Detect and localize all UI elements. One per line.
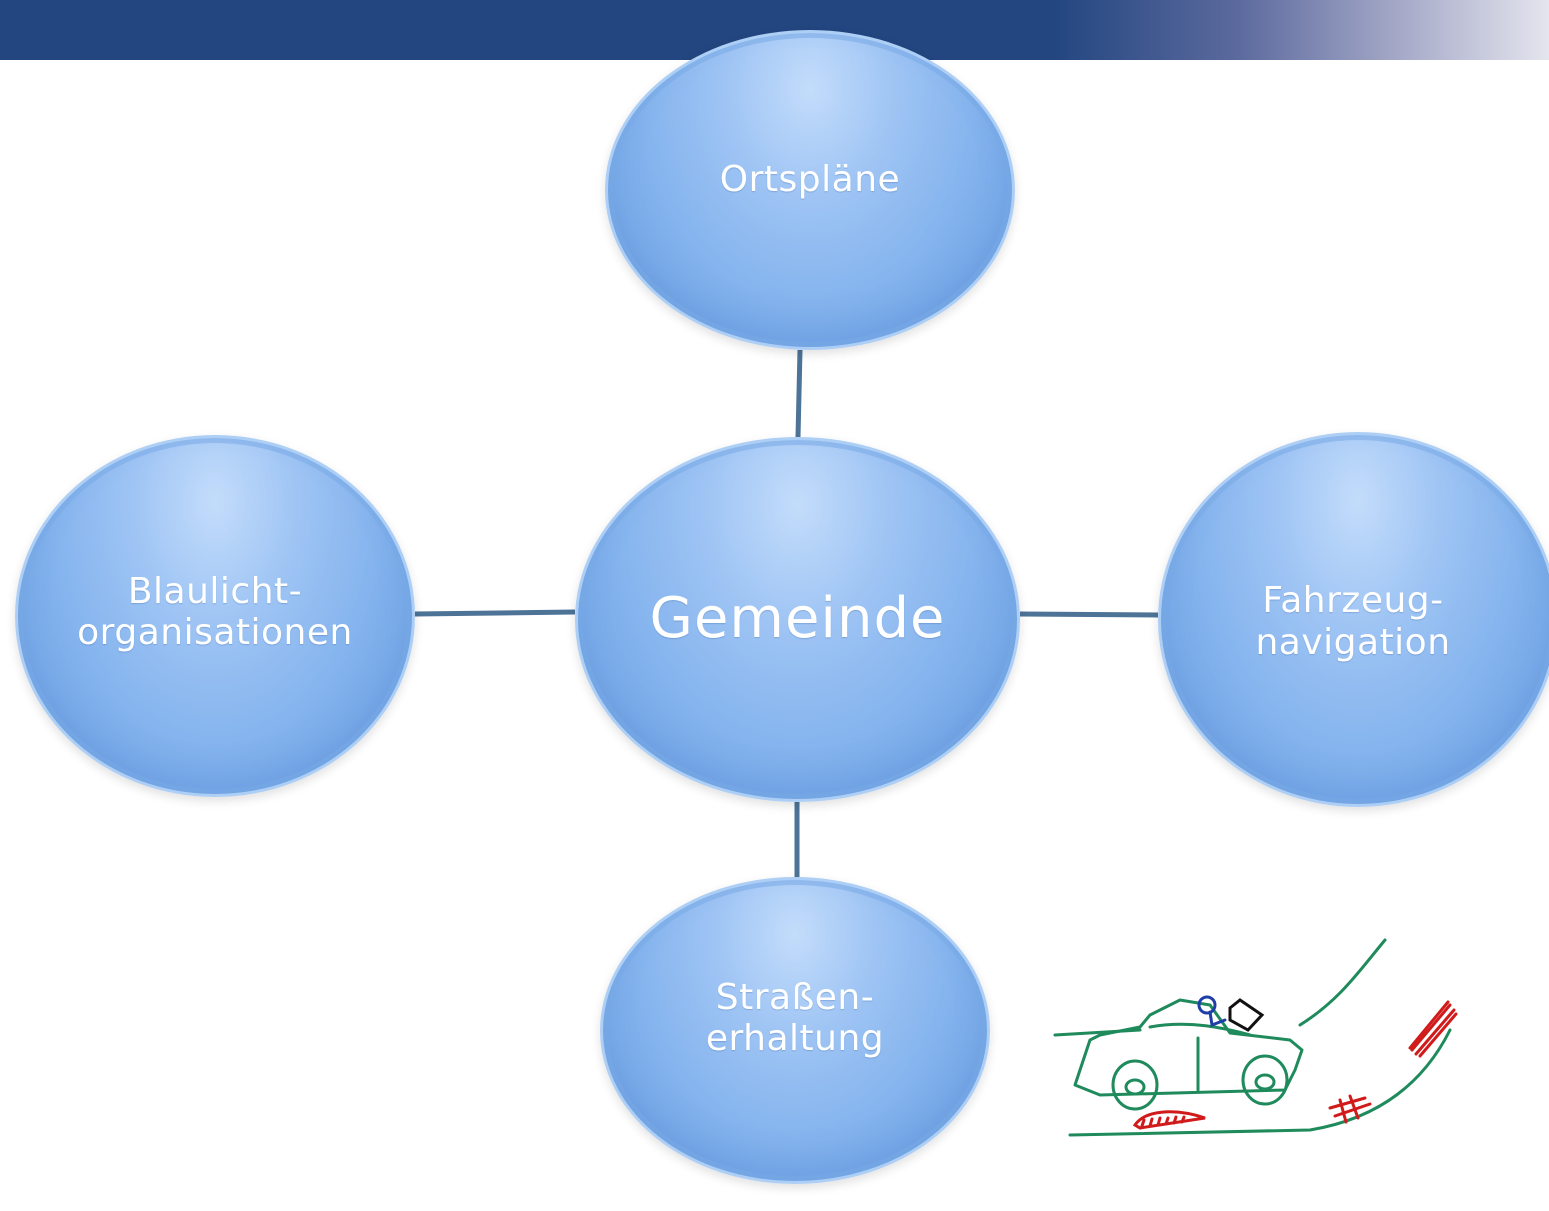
node-blaulichtorganisationen-label: Blaulicht- organisationen xyxy=(77,571,353,654)
car-front-wheel-hub xyxy=(1124,1078,1146,1096)
node-gemeinde: Gemeinde xyxy=(575,437,1020,802)
node-strassenerhaltung: Straßen- erhaltung xyxy=(600,877,990,1184)
car-sketch-icon xyxy=(1053,938,1458,1137)
node-fahrzeugnavigation-label: Fahrzeug- navigation xyxy=(1255,580,1450,663)
car-body xyxy=(1073,998,1304,1097)
road-damage-right-icon xyxy=(1408,1000,1458,1058)
car-rear-wheel-hub xyxy=(1254,1073,1276,1091)
driver-head-icon xyxy=(1197,995,1217,1015)
node-strassenerhaltung-label: Straßen- erhaltung xyxy=(706,977,884,1060)
node-fahrzeugnavigation-line-1: Fahrzeug- xyxy=(1262,580,1444,622)
node-ortsplaene-line-1: Ortspläne xyxy=(719,159,901,201)
pothole-left-teeth xyxy=(1140,1115,1186,1128)
node-blaulichtorganisationen: Blaulicht- organisationen xyxy=(15,435,415,797)
connector-left xyxy=(414,609,576,617)
car-rear-wheel xyxy=(1241,1054,1289,1106)
node-strassenerhaltung-line-1: Straßen- xyxy=(715,976,875,1018)
node-gemeinde-label: Gemeinde xyxy=(649,586,946,652)
node-ortsplaene-label: Ortspläne xyxy=(720,159,900,200)
road-curve-lower xyxy=(1068,1028,1452,1137)
connector-right xyxy=(1019,611,1159,618)
crack-icon xyxy=(1328,1094,1372,1124)
node-fahrzeugnavigation: Fahrzeug- navigation xyxy=(1158,432,1549,807)
sign-box-icon xyxy=(1228,998,1265,1032)
car-roof-line xyxy=(1148,1022,1252,1037)
node-blaulichtorganisationen-line-1: Blaulicht- xyxy=(127,570,303,612)
car-front-wheel xyxy=(1111,1059,1159,1111)
node-strassenerhaltung-line-2: erhaltung xyxy=(705,1018,885,1059)
driver-body xyxy=(1208,1010,1227,1028)
node-fahrzeugnavigation-line-2: navigation xyxy=(1255,621,1451,663)
road-curve-upper xyxy=(1298,938,1387,1027)
connector-top xyxy=(795,349,803,438)
pothole-left-icon xyxy=(1132,1110,1206,1130)
node-ortsplaene: Ortspläne xyxy=(605,30,1015,350)
node-blaulichtorganisationen-line-2: organisationen xyxy=(77,612,353,653)
